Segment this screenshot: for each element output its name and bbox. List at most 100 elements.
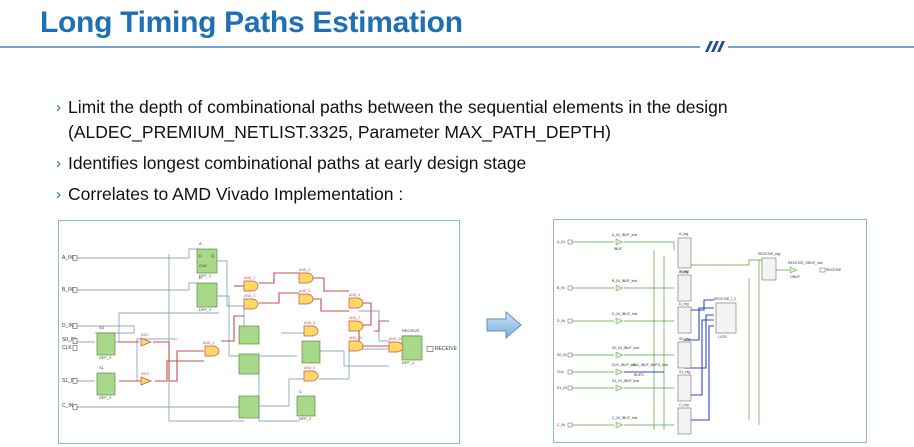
register-s1 — [677, 374, 692, 402]
svg-text:D_IN: D_IN — [557, 319, 565, 323]
register-d — [677, 306, 692, 334]
register-s0 — [677, 341, 692, 369]
flop-s1 — [96, 372, 116, 396]
flop-a — [196, 248, 218, 274]
and-gate-8 — [303, 325, 319, 337]
svg-text:OBUF: OBUF — [790, 275, 800, 279]
svg-text:CLK_IBUF_inst: CLK_IBUF_inst — [612, 363, 636, 367]
bullet-item-2: ›Identifies longest combinational paths … — [56, 151, 878, 176]
rtl-schematic-panel: A_IN B_IN D_IN S0_IN CLK S1_IN C_IN RECE… — [58, 220, 460, 444]
and-gate-11 — [388, 341, 404, 353]
ibuf-s1-icon — [615, 384, 624, 392]
bullet-chevron-icon: › — [56, 186, 61, 203]
svg-text:AND_3: AND_3 — [244, 294, 255, 298]
and-gate-9 — [303, 370, 319, 382]
svg-text:S1_IN: S1_IN — [557, 386, 567, 390]
svg-text:AND_11: AND_11 — [389, 337, 402, 341]
bullet-chevron-icon: › — [56, 99, 61, 116]
and-gate-5 — [298, 293, 314, 305]
svg-text:DFF_1: DFF_1 — [99, 355, 112, 360]
and-gate-6 — [348, 297, 364, 309]
svg-text:B_IN: B_IN — [557, 286, 565, 290]
svg-text:A_reg: A_reg — [679, 232, 688, 236]
svg-text:Q: Q — [211, 253, 214, 258]
and-gate-2 — [243, 280, 259, 292]
and-gate-1 — [204, 345, 220, 357]
input-port-s1: S1_IN — [62, 378, 76, 384]
input-port-a: A_IN — [62, 255, 74, 261]
svg-text:AND_1: AND_1 — [203, 341, 214, 345]
svg-text:DFF_1: DFF_1 — [199, 273, 212, 278]
input-port-c: C_IN — [62, 403, 74, 409]
output-port-receive: RECEIVE — [435, 346, 458, 352]
flop-mid — [238, 395, 260, 419]
svg-text:RECEIVE_OBUF_inst: RECEIVE_OBUF_inst — [788, 261, 822, 265]
svg-text:IBUF: IBUF — [614, 247, 622, 251]
flop-b — [196, 282, 218, 308]
bullet-chevron-icon: › — [56, 155, 61, 172]
implemented-schematic-panel: A_IN B_IN D_IN S0_IN CLK S1_IN C_IN RECE… — [553, 219, 867, 443]
svg-text:AND_7: AND_7 — [349, 316, 360, 320]
svg-text:AND_2: AND_2 — [244, 276, 255, 280]
svg-text:S0_IN_IBUF_inst: S0_IN_IBUF_inst — [612, 346, 639, 350]
svg-text:DFF_1: DFF_1 — [99, 395, 112, 400]
slide-title: Long Timing Paths Estimation — [40, 6, 463, 39]
svg-text:B: B — [199, 275, 202, 280]
svg-text:INV1: INV1 — [141, 333, 149, 337]
register-a — [677, 237, 692, 269]
svg-text:C_reg: C_reg — [679, 403, 689, 407]
bullet-list: ›Limit the depth of combinational paths … — [56, 95, 878, 213]
svg-text:S0_IN: S0_IN — [557, 353, 567, 357]
svg-text:DFF_1: DFF_1 — [199, 307, 212, 312]
svg-text:CLK_IBUF_BUFG_inst: CLK_IBUF_BUFG_inst — [632, 363, 668, 367]
svg-text:S1_reg: S1_reg — [679, 370, 690, 374]
svg-text:C: C — [299, 389, 302, 394]
and-gate-3 — [243, 298, 259, 310]
bullet-item-1: ›Limit the depth of combinational paths … — [56, 97, 728, 142]
svg-text:C_IN: C_IN — [557, 423, 565, 427]
svg-text:RECEIVE_i_1: RECEIVE_i_1 — [714, 297, 736, 301]
flop-lower — [238, 353, 260, 375]
svg-text:A_IN_IBUF_inst: A_IN_IBUF_inst — [612, 233, 637, 237]
svg-text:D_reg: D_reg — [679, 302, 689, 306]
svg-text:AND_5: AND_5 — [299, 289, 310, 293]
input-port-clk: CLK — [62, 345, 72, 351]
ibuf-s0-icon — [615, 351, 624, 359]
svg-text:A: A — [199, 241, 202, 246]
flop-d — [301, 340, 321, 364]
register-receive — [761, 257, 777, 281]
svg-text:AND_8: AND_8 — [304, 321, 315, 325]
lut6-cell — [715, 302, 737, 334]
ibuf-clk-icon — [615, 368, 624, 376]
svg-text:AND_10: AND_10 — [349, 336, 362, 340]
svg-text:B_IN_IBUF_inst: B_IN_IBUF_inst — [612, 279, 637, 283]
svg-text:CLK: CLK — [199, 263, 207, 268]
svg-text:AND_4: AND_4 — [299, 268, 310, 272]
svg-text:A_IN: A_IN — [557, 240, 565, 244]
input-port-s0: S0_IN — [62, 337, 76, 343]
svg-text:INV2: INV2 — [141, 372, 149, 376]
and-gate-7 — [348, 320, 364, 332]
register-c — [677, 407, 692, 435]
input-port-b: B_IN — [62, 287, 74, 293]
svg-text:DFF_1: DFF_1 — [402, 360, 415, 365]
obuf-receive-icon — [789, 266, 798, 274]
flow-arrow-icon — [486, 311, 522, 339]
title-underline — [0, 41, 914, 52]
svg-text:AND_6: AND_6 — [349, 293, 360, 297]
svg-text:D_IN_IBUF_inst: D_IN_IBUF_inst — [612, 312, 637, 316]
svg-text:S0_reg: S0_reg — [679, 337, 690, 341]
and-gate-10 — [348, 340, 364, 352]
svg-text:BUFG: BUFG — [634, 373, 644, 377]
ibuf-c-icon — [615, 421, 624, 429]
ibuf-d-icon — [615, 317, 624, 325]
inverter-2 — [140, 376, 152, 386]
svg-text:RECEIVE: RECEIVE — [826, 268, 842, 272]
svg-text:RECEIVE: RECEIVE — [402, 328, 420, 333]
input-port-d: D_IN — [62, 323, 74, 329]
svg-text:LUT6: LUT6 — [718, 335, 727, 339]
svg-text:B_reg: B_reg — [679, 270, 688, 274]
ibuf-b-icon — [615, 284, 624, 292]
svg-text:S1_IN_IBUF_inst: S1_IN_IBUF_inst — [612, 379, 639, 383]
bullet-item-3: ›Correlates to AMD Vivado Implementation… — [56, 182, 878, 207]
